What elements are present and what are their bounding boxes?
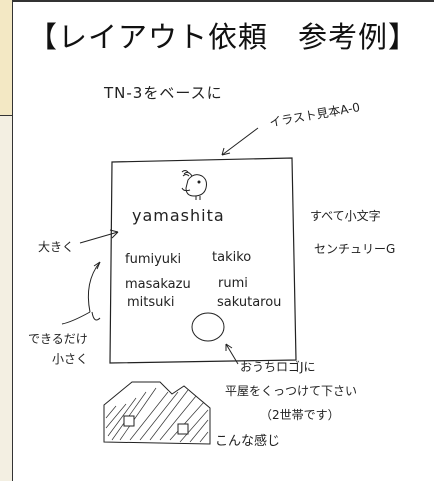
card-name: takiko <box>212 250 252 265</box>
left-margin-column <box>0 0 13 481</box>
logo-arrow <box>225 343 239 365</box>
page-title: 【レイアウト依頼 参考例】 <box>28 20 419 54</box>
note-smaller-2: 小さく <box>52 352 89 366</box>
note-smaller-1: できるだけ <box>28 332 88 346</box>
note-base: TN-3をベースに <box>104 84 223 102</box>
card-name: sakutarou <box>217 295 282 310</box>
card-name: fumiyuki <box>125 252 182 267</box>
note-font: センチュリーG <box>314 242 396 256</box>
house-sketch <box>103 381 211 445</box>
illust-arrow <box>221 127 259 156</box>
bird-icon <box>181 170 207 200</box>
bigger-arrow <box>79 231 119 244</box>
card-name: masakazu <box>125 277 191 292</box>
note-logo-1: おうちロゴJに <box>240 360 316 374</box>
logo-circle <box>191 312 225 342</box>
note-lowercase: すべて小文字 <box>310 209 381 223</box>
note-logo-2: 平屋をくっつけて下さい <box>225 384 358 398</box>
top-border <box>12 0 434 2</box>
card-name: rumi <box>218 276 248 291</box>
note-like-this: こんな感じ <box>215 434 281 449</box>
smaller-bracket <box>87 261 101 313</box>
card-name: mitsuki <box>127 295 175 310</box>
note-bigger: 大きく <box>38 240 75 254</box>
card-outline <box>109 157 297 364</box>
note-logo-3: （2世帯です） <box>260 408 340 422</box>
card-main-name: yamashita <box>132 206 225 225</box>
left-margin-highlight <box>0 0 12 116</box>
